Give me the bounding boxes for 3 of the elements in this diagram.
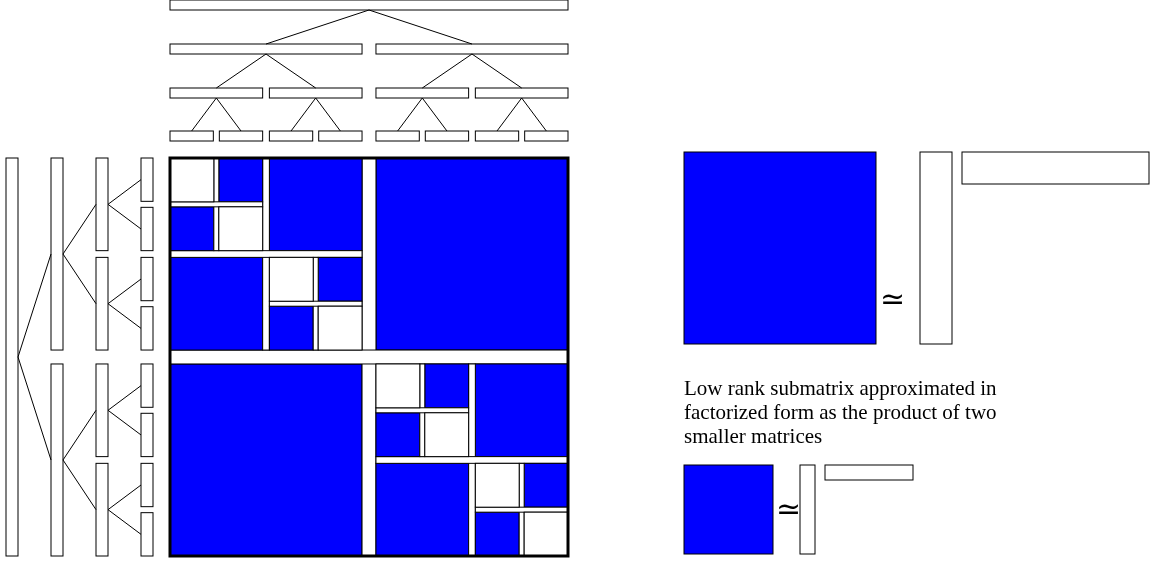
approx-symbol: ≃ <box>880 284 906 314</box>
approx-symbol: ≃ <box>776 494 802 524</box>
caption-text: Low rank submatrix approximated in factorized form as the product of two smaller matrices <box>684 376 998 448</box>
